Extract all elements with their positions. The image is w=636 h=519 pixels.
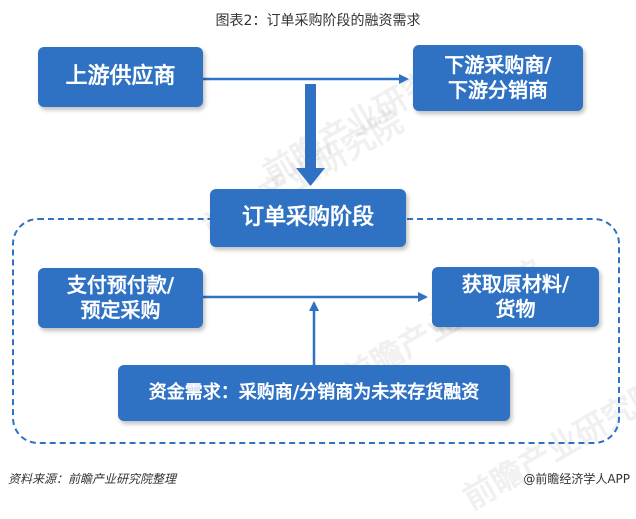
node-label: 资金需求：采购商/分销商为未来存货融资 — [148, 381, 480, 403]
node-capital-need: 资金需求：采购商/分销商为未来存货融资 — [118, 365, 510, 421]
node-label-line-1: 获取原材料/ — [461, 272, 570, 296]
node-label-line-2: 下游分销商 — [448, 78, 548, 102]
node-downstream-buyer: 下游采购商/ 下游分销商 — [413, 45, 583, 111]
arrow-to-order-stage-shaft — [305, 84, 316, 170]
node-obtain-materials: 获取原材料/ 货物 — [432, 267, 599, 327]
node-upstream-supplier: 上游供应商 — [38, 47, 203, 107]
node-label-line-1: 下游采购商/ — [444, 53, 552, 77]
node-label-line-2: 货物 — [495, 297, 536, 321]
node-label-line-1: 支付预付款/ — [66, 273, 175, 297]
node-label: 上游供应商 — [65, 64, 176, 90]
node-label-line-2: 预定采购 — [80, 298, 161, 322]
node-order-stage: 订单采购阶段 — [210, 189, 406, 247]
arrow-to-order-stage-head — [296, 168, 325, 186]
diagram-title: 图表2：订单采购阶段的融资需求 — [215, 13, 421, 29]
source-note: 资料来源：前瞻产业研究院整理 — [8, 472, 177, 486]
node-prepayment: 支付预付款/ 预定采购 — [38, 268, 203, 328]
node-label: 订单采购阶段 — [241, 205, 374, 231]
credit-note: @前瞻经济学人APP — [523, 472, 630, 486]
connector-arrows — [203, 74, 428, 365]
